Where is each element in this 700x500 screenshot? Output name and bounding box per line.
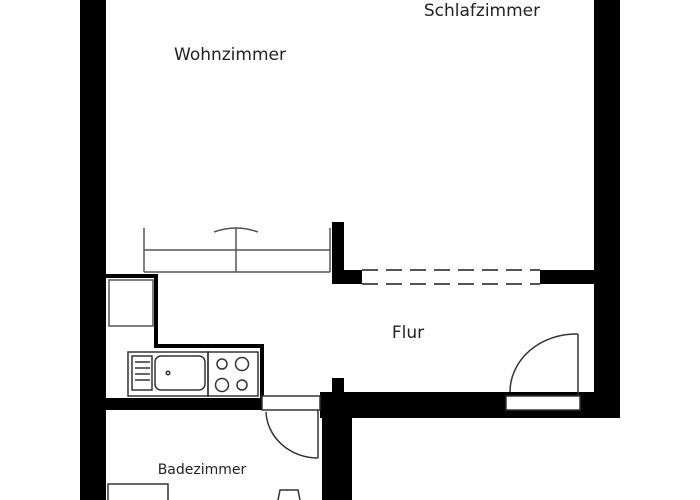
bath-door-icon [261,395,321,459]
wall-bedroom-stub-v [332,222,344,284]
room-label-flur: Flur [392,323,424,343]
room-label-schlafzimmer: Schlafzimmer [424,1,540,21]
wall-bedroom-right-stub [540,270,620,284]
room-label-badezimmer: Badezimmer [158,462,247,478]
wall-left-outer [80,0,106,500]
wall-bedroom-stub-h [332,270,362,284]
opening-dashed [362,269,540,285]
door-swing-icon [505,333,581,411]
wall-stub-flur [332,378,344,398]
sink-icon [127,351,209,397]
wall-kitchen-bottom [106,398,262,410]
room-label-wohnzimmer: Wohnzimmer [174,45,286,65]
bath-fixture-icon [107,483,301,500]
window-icon [143,227,331,273]
wall-bath-right [322,392,352,500]
counter-icon [108,279,154,327]
walls [80,0,620,500]
wall-right-outer [594,0,620,418]
kitchen-partition [106,274,264,400]
stove-icon [207,351,259,397]
